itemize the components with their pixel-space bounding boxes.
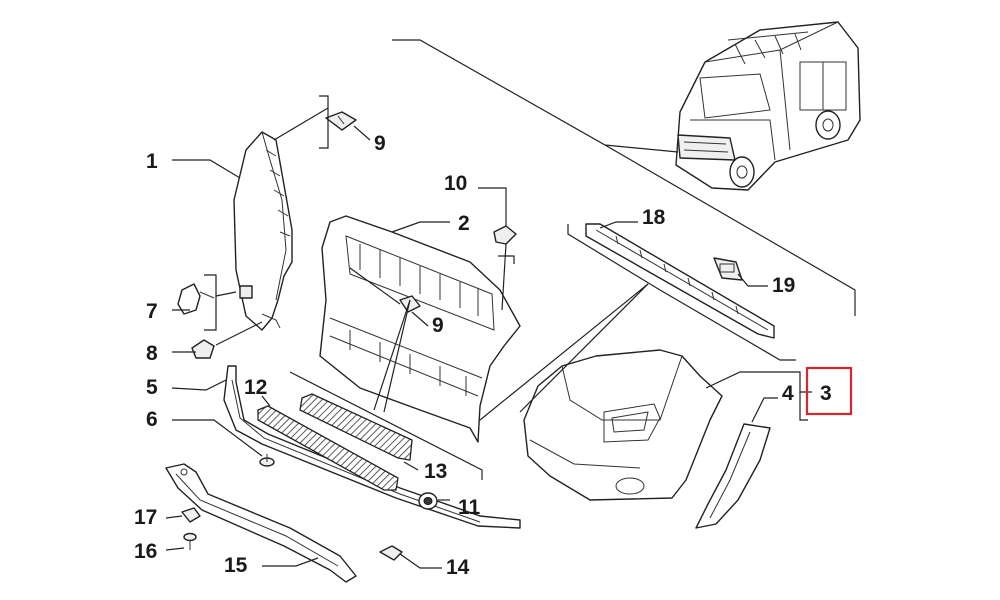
callout-8: 8 <box>146 342 158 365</box>
part-8-bracket <box>191 339 215 359</box>
part-11-plug <box>418 492 438 510</box>
callout-7: 7 <box>146 300 158 323</box>
part-17-clip <box>181 507 201 523</box>
callout-17: 17 <box>134 506 157 529</box>
part-1-left-bumper-end <box>233 131 293 331</box>
part-19-bracket <box>713 257 743 281</box>
callout-5: 5 <box>146 376 158 399</box>
callout-14: 14 <box>446 556 470 579</box>
highlight-box <box>805 366 853 416</box>
callout-11: 11 <box>458 496 481 519</box>
callout-19: 19 <box>772 274 795 297</box>
callout-16: 16 <box>134 540 157 563</box>
callout-labels: 1 2 3 4 5 6 7 8 9 9 10 11 12 13 14 15 16… <box>134 132 832 579</box>
callout-15: 15 <box>224 554 248 577</box>
callout-18: 18 <box>642 206 666 229</box>
callout-9-center: 9 <box>432 314 444 337</box>
callout-10: 10 <box>444 172 467 195</box>
leader-lines <box>165 39 856 569</box>
callout-9-top: 9 <box>374 132 386 155</box>
part-16-screw <box>183 532 197 550</box>
callout-3: 3 <box>820 382 832 405</box>
callout-13: 13 <box>424 460 447 483</box>
part-4-side-trim <box>695 423 771 529</box>
part-13-center-grille-mesh <box>299 393 413 461</box>
part-14-clip <box>379 545 403 561</box>
part-2-grille-frame <box>319 215 521 443</box>
part-9-clip-center <box>399 295 421 313</box>
van-illustration <box>675 21 861 191</box>
part-3-right-bumper-end <box>523 349 723 501</box>
part-7-cover-cap <box>177 283 215 315</box>
callout-2: 2 <box>458 212 470 235</box>
part-15-lower-spoiler <box>165 463 357 583</box>
part-6-bolt <box>259 454 275 467</box>
callout-4: 4 <box>782 382 794 405</box>
callout-1: 1 <box>146 150 158 173</box>
callout-12: 12 <box>244 376 267 399</box>
part-9-clip-top <box>325 111 357 131</box>
part-18-upper-trim <box>585 223 775 339</box>
part-10-clip <box>493 225 517 245</box>
part-12-lower-grille-mesh <box>257 405 399 491</box>
callout-6: 6 <box>146 408 158 431</box>
